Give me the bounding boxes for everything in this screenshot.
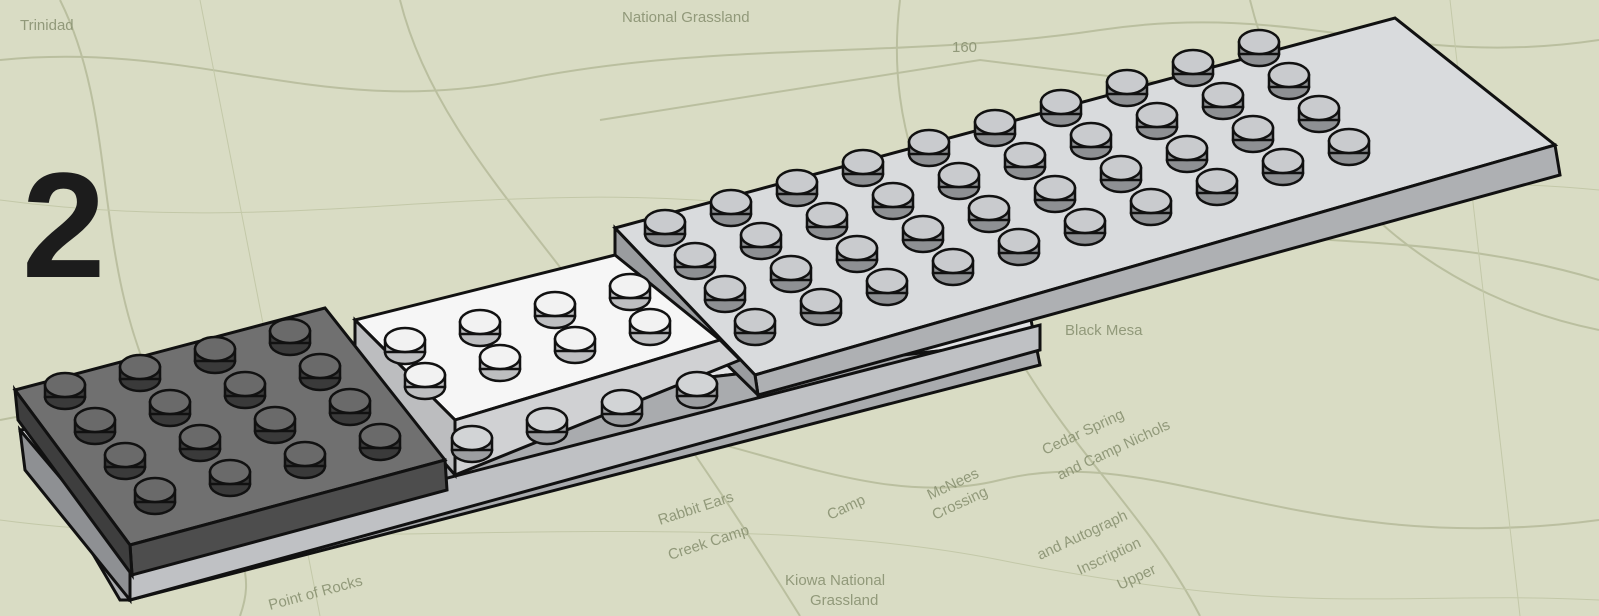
white-stud — [385, 328, 425, 364]
base-stud — [677, 372, 717, 408]
light-gray-stud — [873, 183, 913, 219]
dark-gray-stud — [210, 460, 250, 496]
light-gray-stud — [1005, 143, 1045, 179]
white-stud — [405, 363, 445, 399]
light-gray-stud — [999, 229, 1039, 265]
light-gray-stud — [1065, 209, 1105, 245]
base-stud — [527, 408, 567, 444]
light-gray-stud — [771, 256, 811, 292]
dark-gray-stud — [180, 425, 220, 461]
light-gray-stud — [867, 269, 907, 305]
light-gray-stud — [909, 130, 949, 166]
light-gray-stud — [843, 150, 883, 186]
dark-gray-stud — [135, 478, 175, 514]
dark-gray-stud — [360, 424, 400, 460]
base-stud — [452, 426, 492, 462]
white-stud — [535, 292, 575, 328]
light-gray-stud — [1137, 103, 1177, 139]
dark-gray-stud — [225, 372, 265, 408]
light-gray-stud — [903, 216, 943, 252]
dark-gray-stud — [150, 390, 190, 426]
light-gray-stud — [1041, 90, 1081, 126]
light-gray-stud — [705, 276, 745, 312]
white-stud — [630, 309, 670, 345]
light-gray-stud — [1203, 83, 1243, 119]
light-gray-stud — [933, 249, 973, 285]
light-gray-stud — [1263, 149, 1303, 185]
dark-gray-stud — [75, 408, 115, 444]
light-gray-stud — [675, 243, 715, 279]
white-stud — [555, 327, 595, 363]
dark-gray-stud — [255, 407, 295, 443]
light-gray-stud — [1299, 96, 1339, 132]
dark-gray-stud — [270, 319, 310, 355]
light-gray-stud — [975, 110, 1015, 146]
light-gray-stud — [1233, 116, 1273, 152]
light-gray-stud — [1269, 63, 1309, 99]
light-gray-stud — [711, 190, 751, 226]
white-stud — [610, 274, 650, 310]
light-gray-stud — [1239, 30, 1279, 66]
light-gray-stud — [1197, 169, 1237, 205]
light-gray-stud — [777, 170, 817, 206]
light-gray-stud — [1173, 50, 1213, 86]
light-gray-stud — [807, 203, 847, 239]
light-gray-stud — [1035, 176, 1075, 212]
white-stud — [460, 310, 500, 346]
dark-gray-stud — [300, 354, 340, 390]
light-gray-stud — [939, 163, 979, 199]
light-gray-stud — [801, 289, 841, 325]
dark-gray-stud — [45, 373, 85, 409]
dark-gray-stud — [105, 443, 145, 479]
dark-gray-stud — [330, 389, 370, 425]
light-gray-stud — [969, 196, 1009, 232]
light-gray-stud — [837, 236, 877, 272]
light-gray-stud — [1101, 156, 1141, 192]
light-gray-stud — [645, 210, 685, 246]
light-gray-stud — [1107, 70, 1147, 106]
dark-gray-stud — [195, 337, 235, 373]
light-gray-stud — [735, 309, 775, 345]
dark-gray-stud — [285, 442, 325, 478]
light-gray-stud — [741, 223, 781, 259]
light-gray-stud — [1131, 189, 1171, 225]
light-gray-stud — [1167, 136, 1207, 172]
white-stud — [480, 345, 520, 381]
light-gray-stud — [1071, 123, 1111, 159]
base-stud — [602, 390, 642, 426]
dark-gray-stud — [120, 355, 160, 391]
light-gray-stud — [1329, 129, 1369, 165]
